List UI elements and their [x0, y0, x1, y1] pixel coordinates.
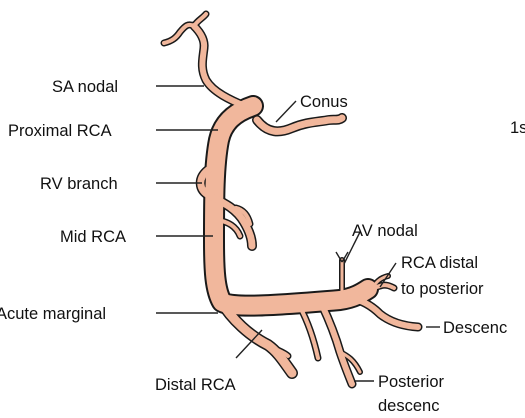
label-edge-fragment: 1s [510, 119, 525, 137]
label-mid-rca: Mid RCA [60, 228, 126, 246]
label-av-nodal: AV nodal [352, 222, 418, 240]
leader-conus [276, 101, 296, 122]
vessel-tree [164, 14, 418, 384]
label-descending: Descenc [443, 319, 507, 337]
label-acute-marginal: Acute marginal [0, 305, 106, 323]
label-rca-distal-line1: RCA distal [401, 254, 478, 272]
label-rv-branch: RV branch [40, 175, 118, 193]
label-rca-distal-line2: to posterior [401, 280, 484, 298]
label-sa-nodal: SA nodal [52, 78, 118, 96]
label-posterior-line2: descenc [378, 397, 439, 415]
label-distal-rca: Distal RCA [155, 376, 236, 394]
label-posterior-line1: Posterior [378, 373, 445, 391]
label-proximal-rca: Proximal RCA [8, 122, 112, 140]
label-conus: Conus [300, 93, 348, 111]
